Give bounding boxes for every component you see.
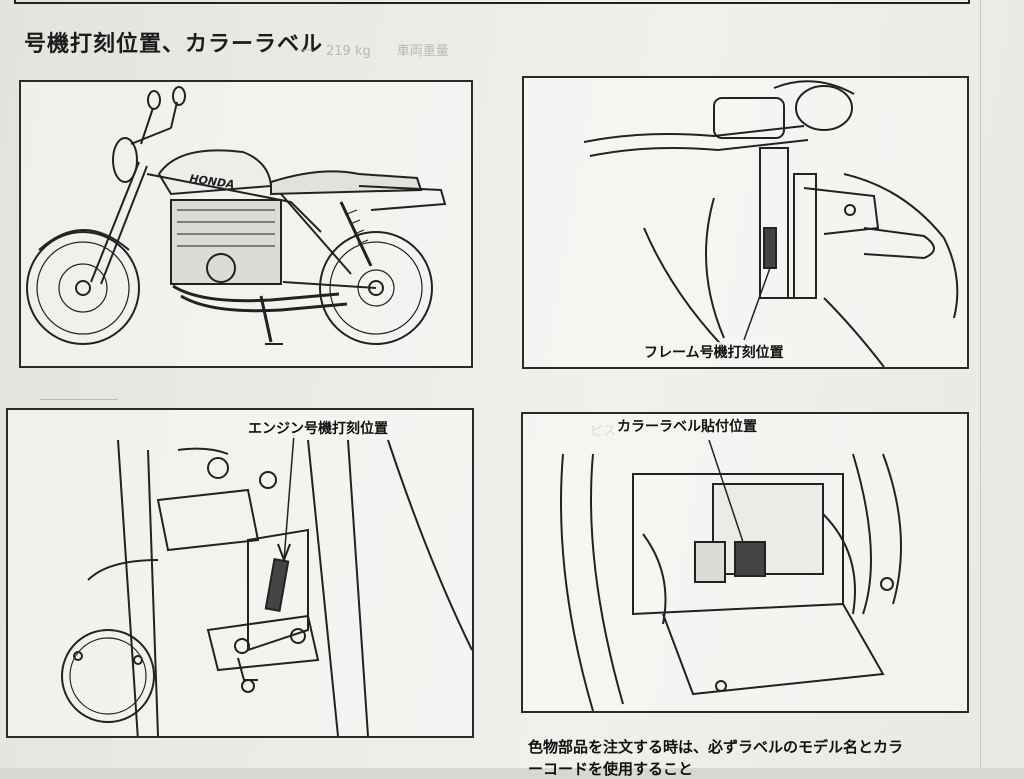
engine-number-callout: エンジン号機打刻位置: [246, 418, 390, 438]
frame-number-panel: フレーム号機打刻位置: [522, 76, 969, 369]
seat-underside-illustration: [560, 439, 902, 711]
frame-number-callout: フレーム号機打刻位置: [642, 342, 786, 362]
color-label-callout: カラーラベル貼付位置: [615, 416, 759, 436]
motorcycle-illustration: HONDA: [26, 86, 447, 345]
page-edge: [980, 0, 981, 768]
color-label-panel: カラーラベル貼付位置: [521, 412, 969, 713]
parts-order-note: 色物部品を注文する時は、必ずラベルのモデル名とカラ: [528, 738, 904, 756]
page-heading: 号機打刻位置、カラーラベル: [24, 32, 324, 57]
brand-logo: HONDA: [189, 172, 236, 191]
engine-illustration: [61, 433, 472, 736]
steering-head-illustration: [583, 80, 959, 367]
bleed-through-text: ――――――: [40, 392, 118, 407]
parts-order-note-continued: ーコードを使用すること: [528, 760, 694, 778]
top-table-edge: [14, 0, 970, 4]
engine-number-panel: エンジン号機打刻位置: [6, 408, 474, 738]
motorcycle-illustration-panel: HONDA: [19, 80, 473, 368]
